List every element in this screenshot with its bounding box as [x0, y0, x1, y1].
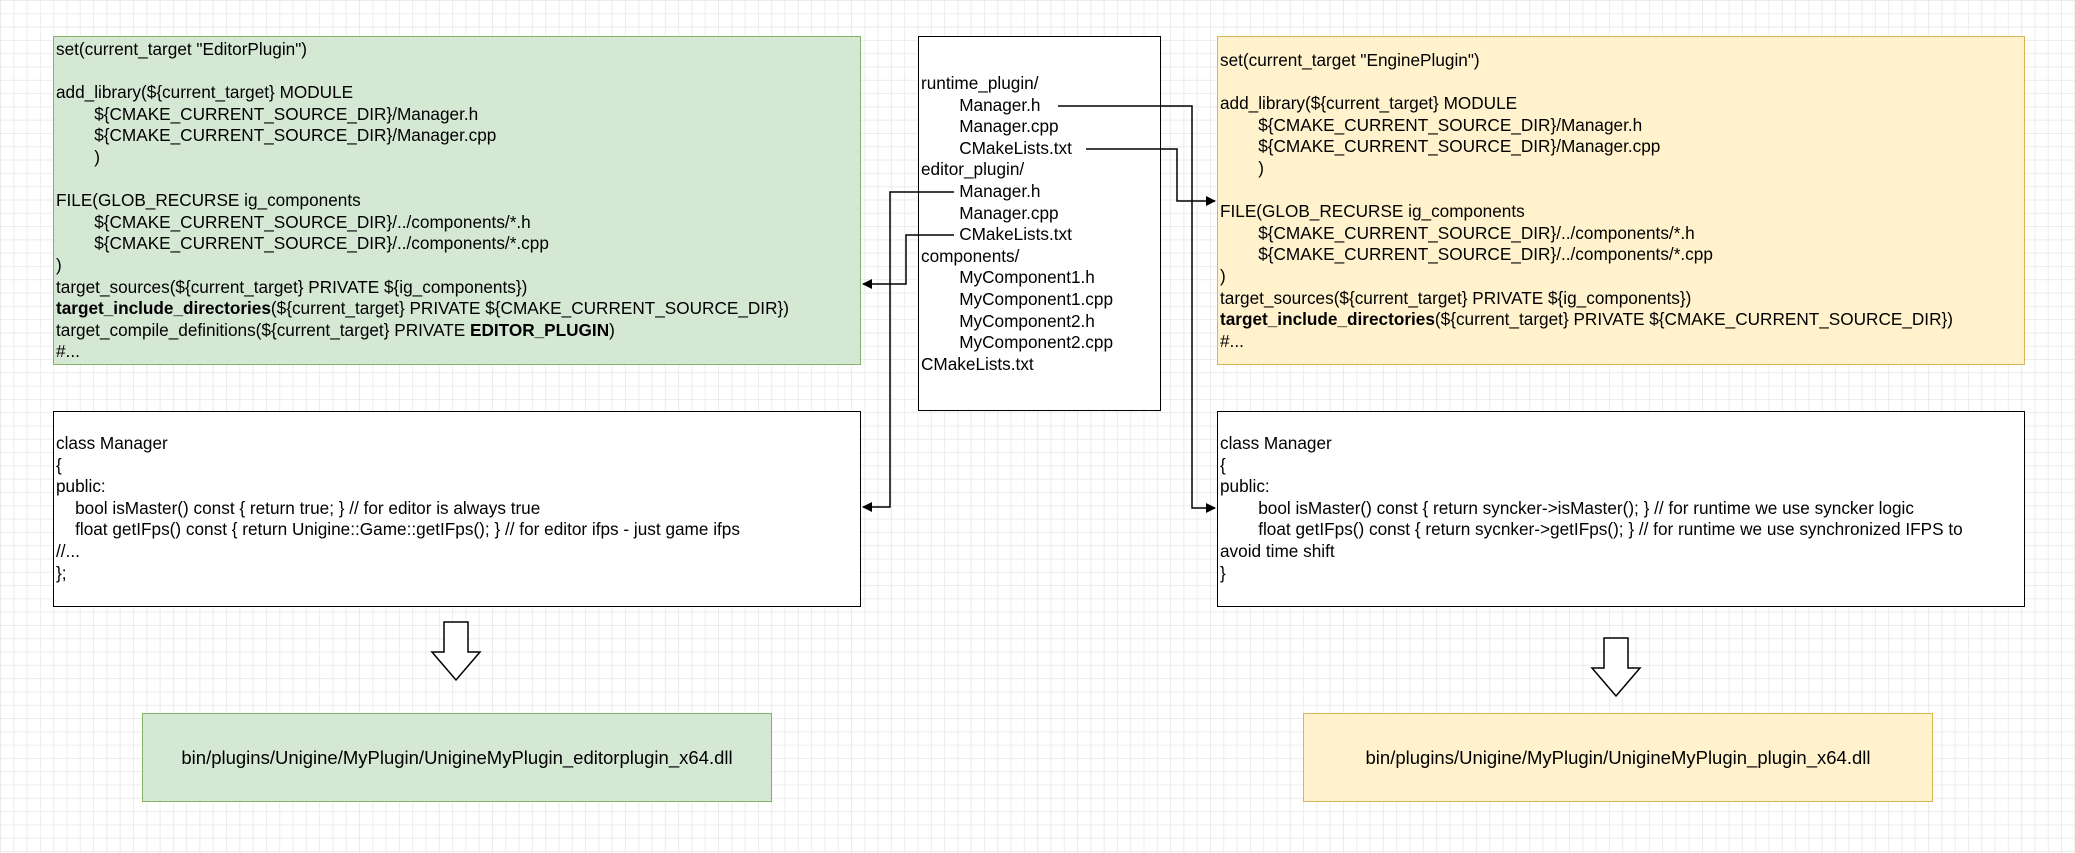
code-line: target_sources(${current_target} PRIVATE…: [1220, 288, 2022, 310]
file-tree-item: Manager.cpp: [921, 116, 1059, 137]
code-line: float getIFps() const { return Unigine::…: [56, 519, 740, 540]
code-line: public:: [1220, 476, 1270, 497]
code-line: set(current_target "EditorPlugin"): [56, 39, 858, 61]
code-line: FILE(GLOB_RECURSE ig_components: [56, 190, 858, 212]
code-segment: target_sources(${current_target} PRIVATE…: [56, 276, 528, 297]
file-tree-item: components/: [921, 245, 1020, 266]
code-segment: set(current_target "EditorPlugin"): [56, 39, 308, 59]
engine-output-label: bin/plugins/Unigine/MyPlugin/UnigineMyPl…: [1365, 746, 1871, 768]
code-segment: ${CMAKE_CURRENT_SOURCE_DIR}/../component…: [1220, 222, 1695, 243]
code-line: [56, 61, 858, 83]
code-segment: target_include_directories: [1220, 309, 1435, 330]
file-tree-item: runtime_plugin/: [921, 73, 1039, 93]
code-line: ): [1220, 158, 2022, 180]
code-line: ${CMAKE_CURRENT_SOURCE_DIR}/../component…: [56, 233, 858, 255]
editor-output-box: bin/plugins/Unigine/MyPlugin/UnigineMyPl…: [142, 713, 772, 802]
code-segment: ${CMAKE_CURRENT_SOURCE_DIR}/../component…: [56, 233, 549, 254]
code-segment: ): [1220, 265, 1226, 286]
code-segment: ${CMAKE_CURRENT_SOURCE_DIR}/Manager.cpp: [56, 125, 497, 146]
code-segment: EDITOR_PLUGIN: [470, 319, 610, 340]
engine-cmake-box: set(current_target "EnginePlugin") add_li…: [1217, 36, 2025, 365]
code-line: FILE(GLOB_RECURSE ig_components: [1220, 201, 2022, 223]
file-tree-item: MyComponent1.cpp: [921, 288, 1114, 309]
code-line: {: [56, 454, 62, 475]
code-line: };: [56, 562, 67, 583]
code-segment: FILE(GLOB_RECURSE ig_components: [56, 190, 361, 211]
code-line: ${CMAKE_CURRENT_SOURCE_DIR}/Manager.h: [56, 104, 858, 126]
file-tree-item: CMakeLists.txt: [921, 137, 1072, 158]
code-segment: (${current_target} PRIVATE ${CMAKE_CURRE…: [1434, 309, 1953, 330]
code-line: target_compile_definitions(${current_tar…: [56, 320, 858, 342]
code-segment: ${CMAKE_CURRENT_SOURCE_DIR}/../component…: [1220, 244, 1713, 265]
code-line: avoid time shift: [1220, 540, 1335, 561]
code-line: target_include_directories(${current_tar…: [1220, 309, 2022, 331]
code-segment: add_library(${current_target} MODULE: [1220, 93, 1518, 114]
code-line: ): [56, 255, 858, 277]
file-tree-item: MyComponent1.h: [921, 267, 1095, 288]
code-segment: set(current_target "EnginePlugin"): [1220, 50, 1480, 70]
code-line: [1220, 72, 2022, 94]
code-line: ${CMAKE_CURRENT_SOURCE_DIR}/../component…: [56, 212, 858, 234]
code-segment: ${CMAKE_CURRENT_SOURCE_DIR}/Manager.h: [1220, 114, 1643, 135]
code-line: class Manager: [56, 433, 168, 453]
code-line: }: [1220, 562, 1226, 583]
code-line: ${CMAKE_CURRENT_SOURCE_DIR}/Manager.h: [1220, 115, 2022, 137]
editor-class-box: class Manager{public: bool isMaster() co…: [53, 411, 861, 607]
code-segment: ${CMAKE_CURRENT_SOURCE_DIR}/../component…: [56, 211, 531, 232]
code-segment: ${CMAKE_CURRENT_SOURCE_DIR}/Manager.h: [56, 103, 479, 124]
file-tree-box: runtime_plugin/ Manager.h Manager.cpp CM…: [918, 36, 1161, 411]
code-line: float getIFps() const { return sycnker->…: [1220, 519, 1963, 540]
code-line: bool isMaster() const { return true; } /…: [56, 497, 541, 518]
file-tree-item: Manager.h: [921, 180, 1041, 201]
code-line: {: [1220, 454, 1226, 475]
editor-output-label: bin/plugins/Unigine/MyPlugin/UnigineMyPl…: [181, 746, 733, 768]
code-line: ${CMAKE_CURRENT_SOURCE_DIR}/Manager.cpp: [56, 125, 858, 147]
code-segment: ${CMAKE_CURRENT_SOURCE_DIR}/Manager.cpp: [1220, 136, 1661, 157]
editor-down-arrow: [430, 621, 482, 682]
code-line: add_library(${current_target} MODULE: [1220, 93, 2022, 115]
code-line: bool isMaster() const { return syncker->…: [1220, 497, 1914, 518]
code-line: ): [1220, 266, 2022, 288]
code-segment: #...: [1220, 330, 1244, 351]
code-line: set(current_target "EnginePlugin"): [1220, 50, 2022, 72]
code-segment: target_sources(${current_target} PRIVATE…: [1220, 287, 1692, 308]
code-segment: (${current_target} PRIVATE ${CMAKE_CURRE…: [270, 298, 789, 319]
code-line: target_sources(${current_target} PRIVATE…: [56, 277, 858, 299]
code-line: //...: [56, 540, 80, 561]
code-segment: ): [56, 254, 62, 275]
code-line: target_include_directories(${current_tar…: [56, 298, 858, 320]
code-segment: #...: [56, 341, 80, 362]
code-segment: target_compile_definitions(${current_tar…: [56, 319, 470, 340]
code-segment: add_library(${current_target} MODULE: [56, 82, 354, 103]
code-line: ): [56, 147, 858, 169]
code-line: ${CMAKE_CURRENT_SOURCE_DIR}/../component…: [1220, 244, 2022, 266]
code-segment: ): [56, 146, 100, 167]
code-line: ${CMAKE_CURRENT_SOURCE_DIR}/../component…: [1220, 223, 2022, 245]
code-line: add_library(${current_target} MODULE: [56, 82, 858, 104]
file-tree-item: CMakeLists.txt: [921, 353, 1034, 374]
code-line: #...: [1220, 331, 2022, 353]
code-line: [56, 169, 858, 191]
code-segment: ): [609, 319, 615, 340]
code-line: class Manager: [1220, 433, 1332, 453]
code-line: ${CMAKE_CURRENT_SOURCE_DIR}/Manager.cpp: [1220, 136, 2022, 158]
file-tree-item: editor_plugin/: [921, 159, 1025, 180]
code-line: [1220, 180, 2022, 202]
engine-down-arrow: [1590, 637, 1642, 698]
code-segment: FILE(GLOB_RECURSE ig_components: [1220, 201, 1525, 222]
file-tree-item: CMakeLists.txt: [921, 224, 1072, 245]
editor-cmake-box: set(current_target "EditorPlugin") add_li…: [53, 36, 861, 365]
file-tree-item: MyComponent2.cpp: [921, 332, 1114, 353]
code-line: public:: [56, 476, 106, 497]
code-segment: ): [1220, 157, 1264, 178]
code-segment: target_include_directories: [56, 298, 271, 319]
file-tree-item: MyComponent2.h: [921, 310, 1095, 331]
file-tree-item: Manager.h: [921, 94, 1041, 115]
engine-output-box: bin/plugins/Unigine/MyPlugin/UnigineMyPl…: [1303, 713, 1933, 802]
code-line: #...: [56, 341, 858, 363]
file-tree-item: Manager.cpp: [921, 202, 1059, 223]
engine-class-box: class Manager{public: bool isMaster() co…: [1217, 411, 2025, 607]
